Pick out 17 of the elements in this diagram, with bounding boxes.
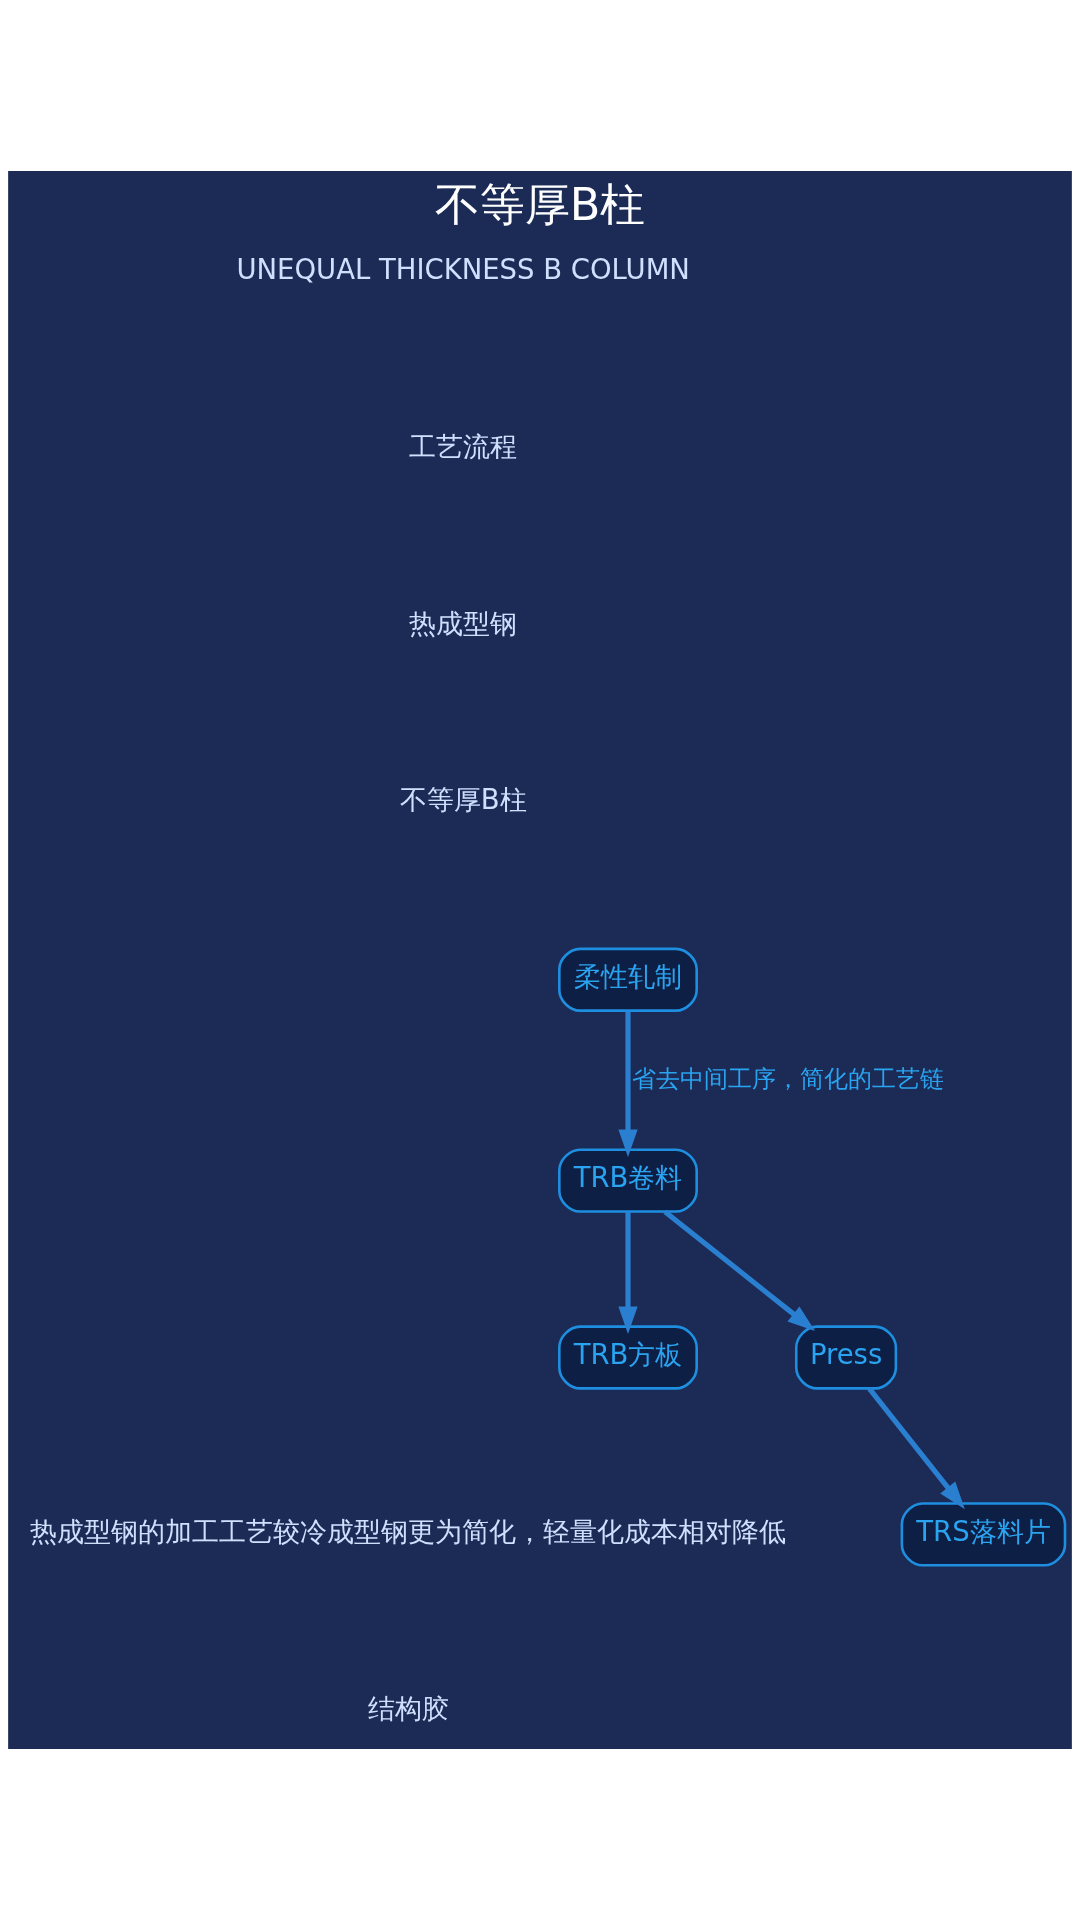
arrow	[618, 1011, 638, 1158]
node-box: 柔性轧制	[558, 947, 698, 1012]
arrow	[618, 1211, 638, 1334]
edge-label: 省去中间工序，简化的工艺链	[631, 1064, 944, 1093]
arrow	[663, 1209, 815, 1332]
label: UNEQUAL THICKNESS B COLUMN	[236, 253, 690, 285]
label: 工艺流程	[409, 430, 518, 462]
node-box: Press	[795, 1325, 898, 1390]
node-box: TRB卷料	[558, 1148, 698, 1213]
label: 热成型钢	[409, 607, 518, 639]
node-box: TRS落料片	[900, 1502, 1067, 1567]
label: 结构胶	[367, 1692, 449, 1724]
arrow	[867, 1387, 965, 1510]
diagram-title: 不等厚B柱	[434, 179, 646, 232]
label: 热成型钢的加工工艺较冷成型钢更为简化，轻量化成本相对降低	[30, 1515, 787, 1547]
node-box: TRB方板	[558, 1325, 698, 1390]
label: 不等厚B柱	[399, 784, 527, 816]
